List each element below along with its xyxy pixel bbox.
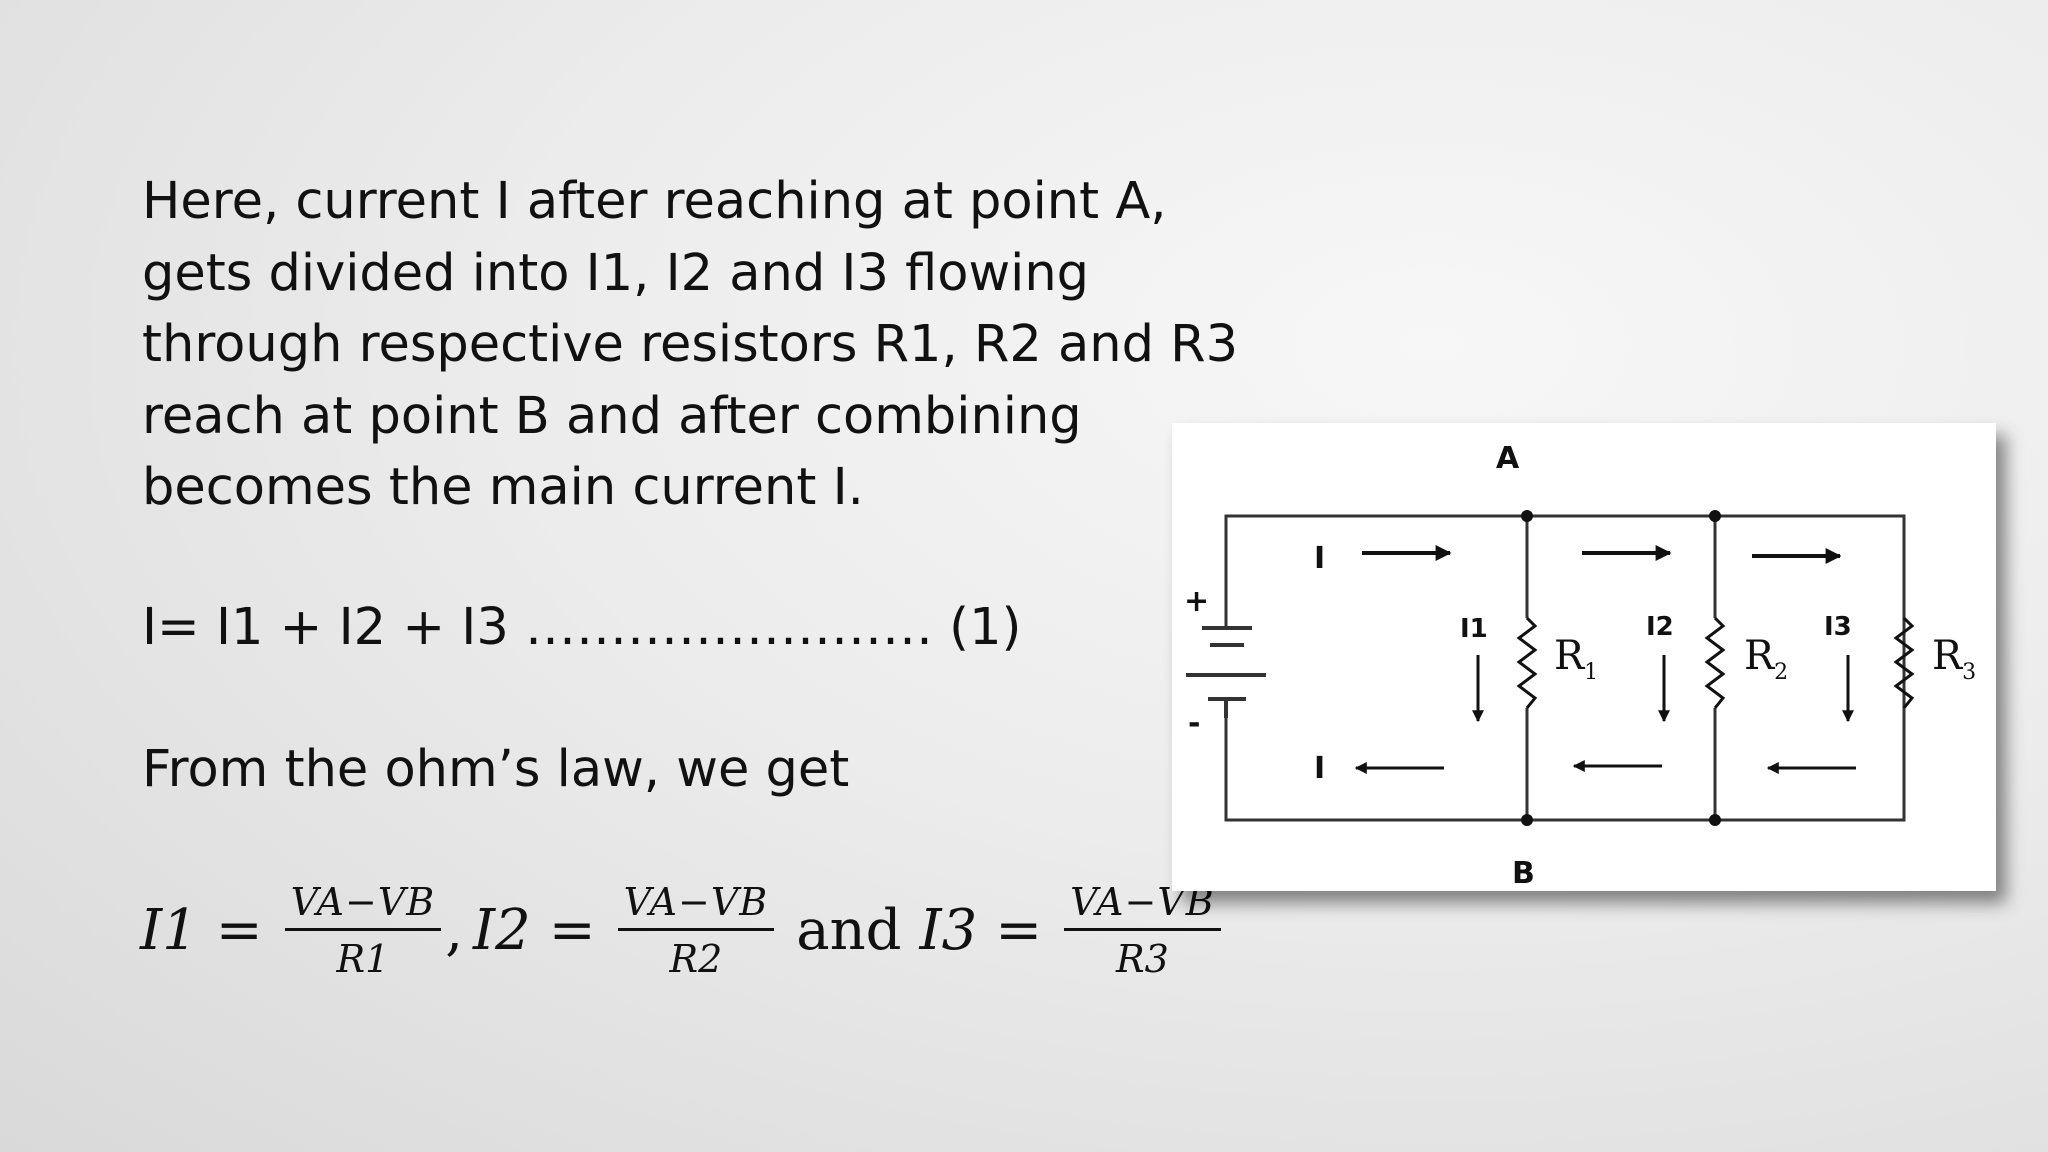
resistor-label-sub: 3	[1962, 660, 1976, 685]
circuit-svg: + - A B I I	[1184, 441, 1976, 891]
paragraph-line: through respective resistors R1, R2 and …	[142, 315, 1239, 374]
node-a-label: A	[1496, 441, 1520, 476]
main-current-bottom-label: I	[1314, 751, 1325, 786]
junction-dot	[1709, 814, 1721, 826]
branch-current-arrows	[1472, 655, 1854, 723]
junction-dot	[1521, 510, 1533, 522]
ohms-law-intro: From the ohm’s law, we get	[142, 740, 850, 799]
node-b-label: B	[1512, 856, 1535, 891]
paragraph-line: Here, current I after reaching at point …	[142, 172, 1167, 231]
equals-sign: =	[215, 898, 263, 963]
parallel-circuit-diagram: + - A B I I	[1172, 423, 1996, 891]
branch-current-label-1: I1	[1460, 614, 1488, 644]
junction-dots	[1521, 510, 1721, 826]
resistor-label-3: R3	[1932, 633, 1976, 685]
resistor-label-sub: 2	[1774, 660, 1788, 685]
resistor-2-zigzag	[1704, 616, 1726, 709]
equals-sign: =	[548, 898, 596, 963]
junction-dot	[1709, 510, 1721, 522]
paragraph-line: becomes the main current I.	[142, 458, 864, 517]
resistor-label-2: R2	[1744, 633, 1788, 685]
formula-var-i2: I2	[473, 898, 531, 963]
comma: ,	[445, 898, 463, 963]
fraction-i3: VA−VB R3	[1064, 880, 1221, 981]
branch-current-label-3: I3	[1824, 612, 1852, 642]
resistor-label-main: R	[1932, 633, 1964, 679]
fraction-denominator: R3	[1116, 937, 1169, 981]
fraction-numerator: VA−VB	[617, 880, 775, 931]
battery-symbol	[1186, 626, 1266, 718]
explanation-paragraph: Here, current I after reaching at point …	[142, 166, 1239, 524]
current-sum-equation: I= I1 + I2 + I3 …………………… (1)	[142, 598, 1022, 657]
battery-plus-label: +	[1184, 584, 1209, 619]
fraction-numerator: VA−VB	[284, 880, 442, 931]
fraction-i1: VA−VB R1	[284, 880, 442, 981]
resistor-label-1: R1	[1554, 633, 1598, 685]
resistor-label-sub: 1	[1584, 660, 1598, 685]
formula-var-i1: I1	[140, 898, 198, 963]
fraction-i2: VA−VB R2	[617, 880, 775, 981]
resistor-label-main: R	[1554, 633, 1586, 679]
resistor-1-zigzag	[1516, 616, 1538, 709]
resistor-label-main: R	[1744, 633, 1776, 679]
formula-var-i3: I3	[919, 898, 978, 963]
branch-current-formulas: I1 = VA−VB R1 , I2 = VA−VB R2 and I3 = V…	[140, 880, 1225, 981]
equals-sign: =	[995, 898, 1043, 963]
branch-current-label-2: I2	[1646, 612, 1674, 642]
bottom-current-arrows	[1354, 760, 1856, 774]
fraction-denominator: R2	[669, 937, 723, 981]
and-word: and	[796, 898, 902, 963]
paragraph-line: reach at point B and after combining	[142, 386, 1082, 446]
fraction-denominator: R1	[336, 937, 390, 981]
resistor-3-zigzag	[1893, 616, 1915, 709]
main-current-top-label: I	[1314, 541, 1325, 576]
junction-dot	[1521, 814, 1533, 826]
paragraph-line: gets divided into I1, I2 and I3 flowing	[142, 243, 1090, 303]
top-current-arrows	[1362, 545, 1842, 564]
battery-minus-label: -	[1188, 706, 1200, 741]
